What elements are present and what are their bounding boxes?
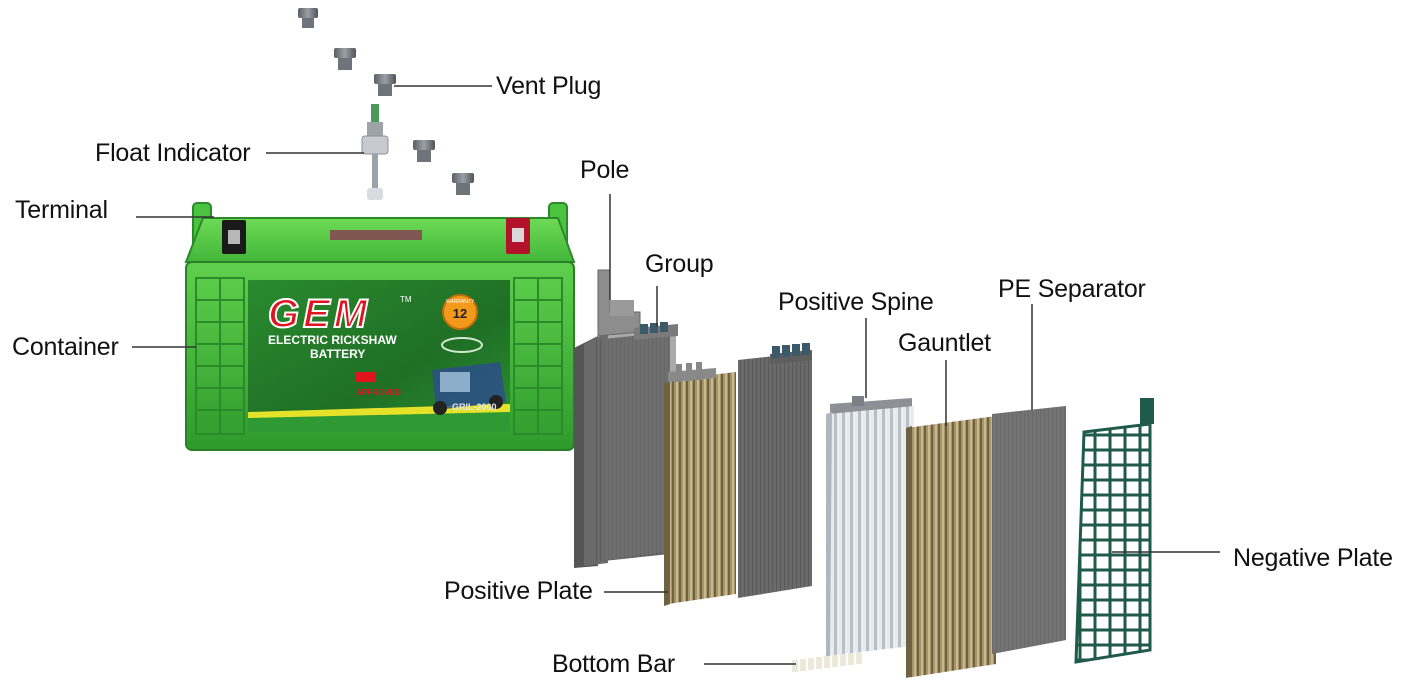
pe-separator-part bbox=[992, 406, 1066, 654]
label-positive-plate: Positive Plate bbox=[444, 577, 593, 605]
label-group: Group bbox=[645, 250, 714, 278]
battery-brand: GEM bbox=[268, 292, 371, 336]
vent-plug-cap bbox=[452, 173, 474, 195]
label-negative-plate: Negative Plate bbox=[1233, 544, 1393, 572]
label-vent-plug: Vent Plug bbox=[496, 72, 602, 100]
label-gauntlet: Gauntlet bbox=[898, 329, 991, 357]
terminal-negative bbox=[222, 220, 246, 254]
float-indicator-part bbox=[361, 104, 389, 200]
approval-logo: APPROVED bbox=[355, 372, 401, 397]
vent-plug-cap bbox=[334, 48, 356, 70]
bottom-bar-part bbox=[792, 652, 862, 672]
positive-plate-group bbox=[574, 269, 812, 606]
label-positive-spine: Positive Spine bbox=[778, 288, 934, 316]
gauntlet-part bbox=[906, 416, 996, 678]
label-container: Container bbox=[12, 333, 119, 361]
warranty-badge: WARRANTY 12 bbox=[442, 294, 478, 330]
label-pole: Pole bbox=[580, 156, 630, 184]
terminal-positive bbox=[506, 218, 530, 254]
approved-text: APPROVED bbox=[356, 388, 401, 397]
positive-spine-part bbox=[826, 396, 914, 656]
battery-trademark: TM bbox=[400, 295, 412, 304]
vent-plug-cap bbox=[298, 8, 318, 28]
warranty-months: 12 bbox=[453, 306, 467, 321]
e-rickshaw-image bbox=[432, 362, 506, 415]
label-float-indicator: Float Indicator bbox=[95, 139, 251, 167]
battery-line1: ELECTRIC RICKSHAW bbox=[268, 333, 397, 347]
negative-plate-part bbox=[1074, 398, 1154, 664]
vent-plug-cap bbox=[374, 74, 396, 96]
label-pe-separator: PE Separator bbox=[998, 275, 1146, 303]
warranty-text: WARRANTY bbox=[446, 299, 475, 305]
label-terminal: Terminal bbox=[15, 196, 108, 224]
battery-model: GRIL-2000 bbox=[452, 402, 497, 412]
battery-line2: BATTERY bbox=[310, 347, 365, 361]
eloc-logo bbox=[441, 337, 483, 353]
vent-plug-cap bbox=[413, 140, 435, 162]
label-bottom-bar: Bottom Bar bbox=[552, 650, 676, 678]
